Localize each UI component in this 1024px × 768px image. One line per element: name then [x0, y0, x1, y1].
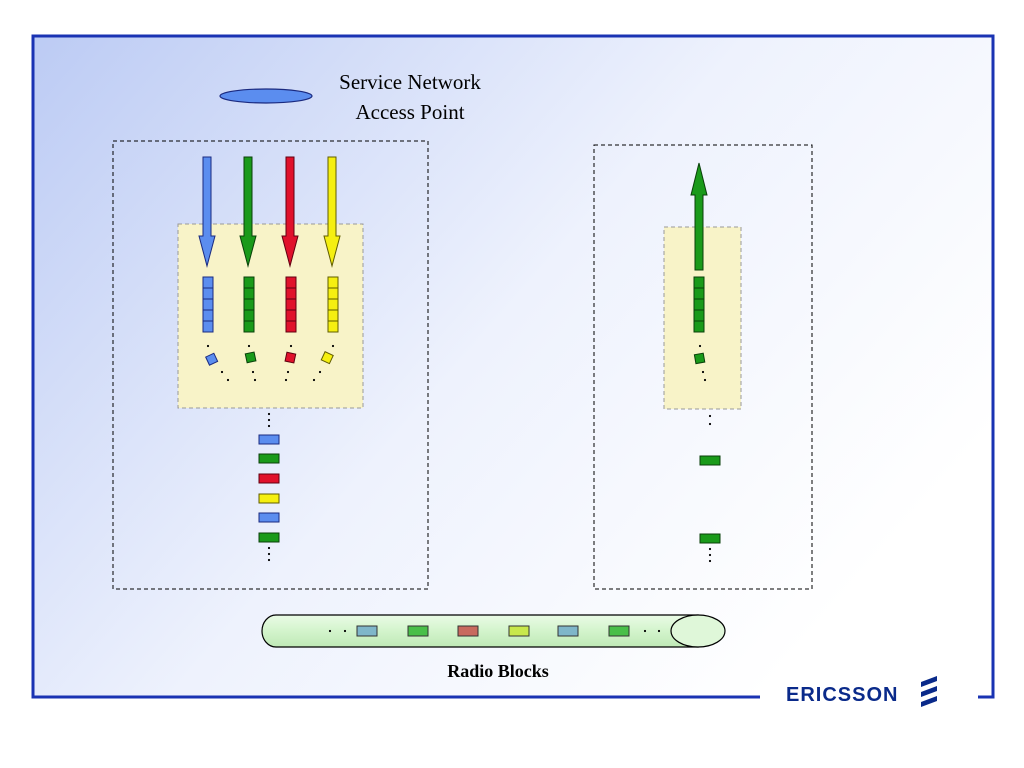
downlink-ellipsis-dots — [206, 344, 335, 562]
downlink-arrow-yellow — [323, 156, 341, 268]
downlink-arrow-red — [281, 156, 299, 268]
downlink-queues — [202, 276, 339, 333]
downlink-arrows — [198, 156, 341, 268]
radio-blocks-pipe — [261, 614, 726, 648]
radio-blocks-label: Radio Blocks — [447, 661, 549, 681]
uplink-arrow-green — [690, 162, 708, 271]
slide-frame — [31, 34, 995, 699]
uplink-queue-green — [693, 276, 705, 333]
pipe-end-cap — [670, 614, 726, 648]
pipe-ellipsis-dots — [328, 629, 661, 633]
uplink-ellipsis-dots — [698, 344, 712, 563]
uplink-dequeued-packet — [693, 352, 706, 365]
radio-block-cells — [356, 625, 630, 637]
queue-blue — [202, 276, 214, 333]
downlink-region — [112, 140, 429, 590]
access-point-label: Service Network Access Point — [339, 70, 481, 124]
slide-background — [33, 36, 993, 696]
queue-green — [243, 276, 255, 333]
access-point-icon — [219, 88, 313, 104]
uplink-output-sequence — [699, 455, 721, 544]
uplink-region — [593, 144, 813, 590]
downlink-output-sequence — [258, 434, 280, 543]
ericsson-logo-icon — [921, 676, 937, 707]
downlink-dequeued-packets — [205, 351, 334, 366]
queue-yellow — [327, 276, 339, 333]
downlink-arrow-green — [239, 156, 257, 268]
downlink-arrow-blue — [198, 156, 216, 268]
ericsson-logo-text: ERICSSON — [786, 684, 899, 706]
queue-red — [285, 276, 297, 333]
